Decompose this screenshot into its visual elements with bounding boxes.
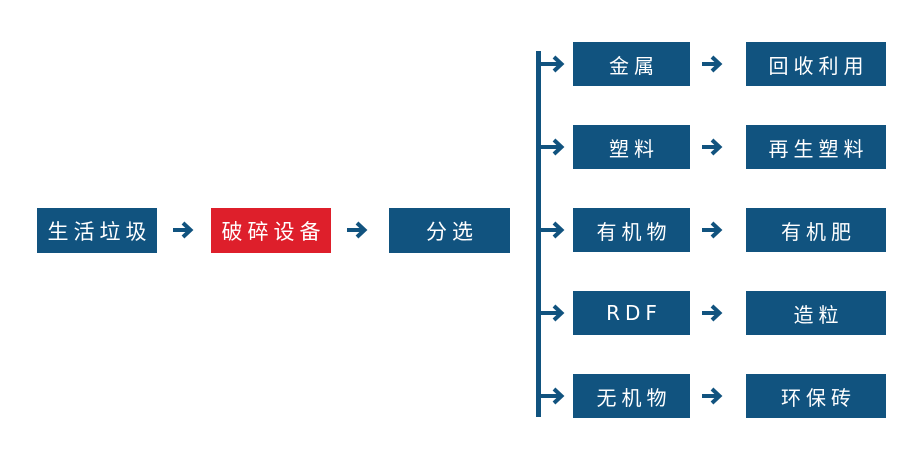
- branch-row-metal: 金属 回收利用: [536, 42, 888, 86]
- branch-row-organic: 有机物 有机肥: [536, 208, 888, 252]
- branch-row-rdf: RDF 造粒: [536, 291, 888, 335]
- node-organic-matter: 有机物: [573, 208, 690, 252]
- arrow-right-icon: [347, 221, 368, 239]
- branch-trunk-line: [536, 51, 541, 417]
- arrow-right-icon: [702, 221, 723, 239]
- node-sorting: 分选: [389, 208, 510, 253]
- node-rdf: RDF: [573, 291, 690, 335]
- arrow-right-icon: [702, 138, 723, 156]
- node-organic-fertilizer: 有机肥: [746, 208, 886, 252]
- arrow-right-icon: [702, 55, 723, 73]
- branch-row-plastic: 塑料 再生塑料: [536, 125, 888, 169]
- branch-row-inorganic: 无机物 环保砖: [536, 374, 888, 418]
- arrow-right-icon: [702, 387, 723, 405]
- node-metal: 金属: [573, 42, 690, 86]
- arrow-right-icon: [702, 304, 723, 322]
- arrow-right-icon: [538, 304, 565, 322]
- arrow-right-icon: [538, 55, 565, 73]
- node-recycling: 回收利用: [746, 42, 886, 86]
- node-granulation: 造粒: [746, 291, 886, 335]
- node-household-waste: 生活垃圾: [37, 208, 157, 253]
- arrow-right-icon: [538, 221, 565, 239]
- arrow-right-icon: [173, 221, 194, 239]
- arrow-right-icon: [538, 387, 565, 405]
- node-inorganic-matter: 无机物: [573, 374, 690, 418]
- node-crushing-equipment: 破碎设备: [211, 208, 331, 253]
- node-recycled-plastic: 再生塑料: [746, 125, 886, 169]
- arrow-right-icon: [538, 138, 565, 156]
- node-eco-brick: 环保砖: [746, 374, 886, 418]
- node-plastic: 塑料: [573, 125, 690, 169]
